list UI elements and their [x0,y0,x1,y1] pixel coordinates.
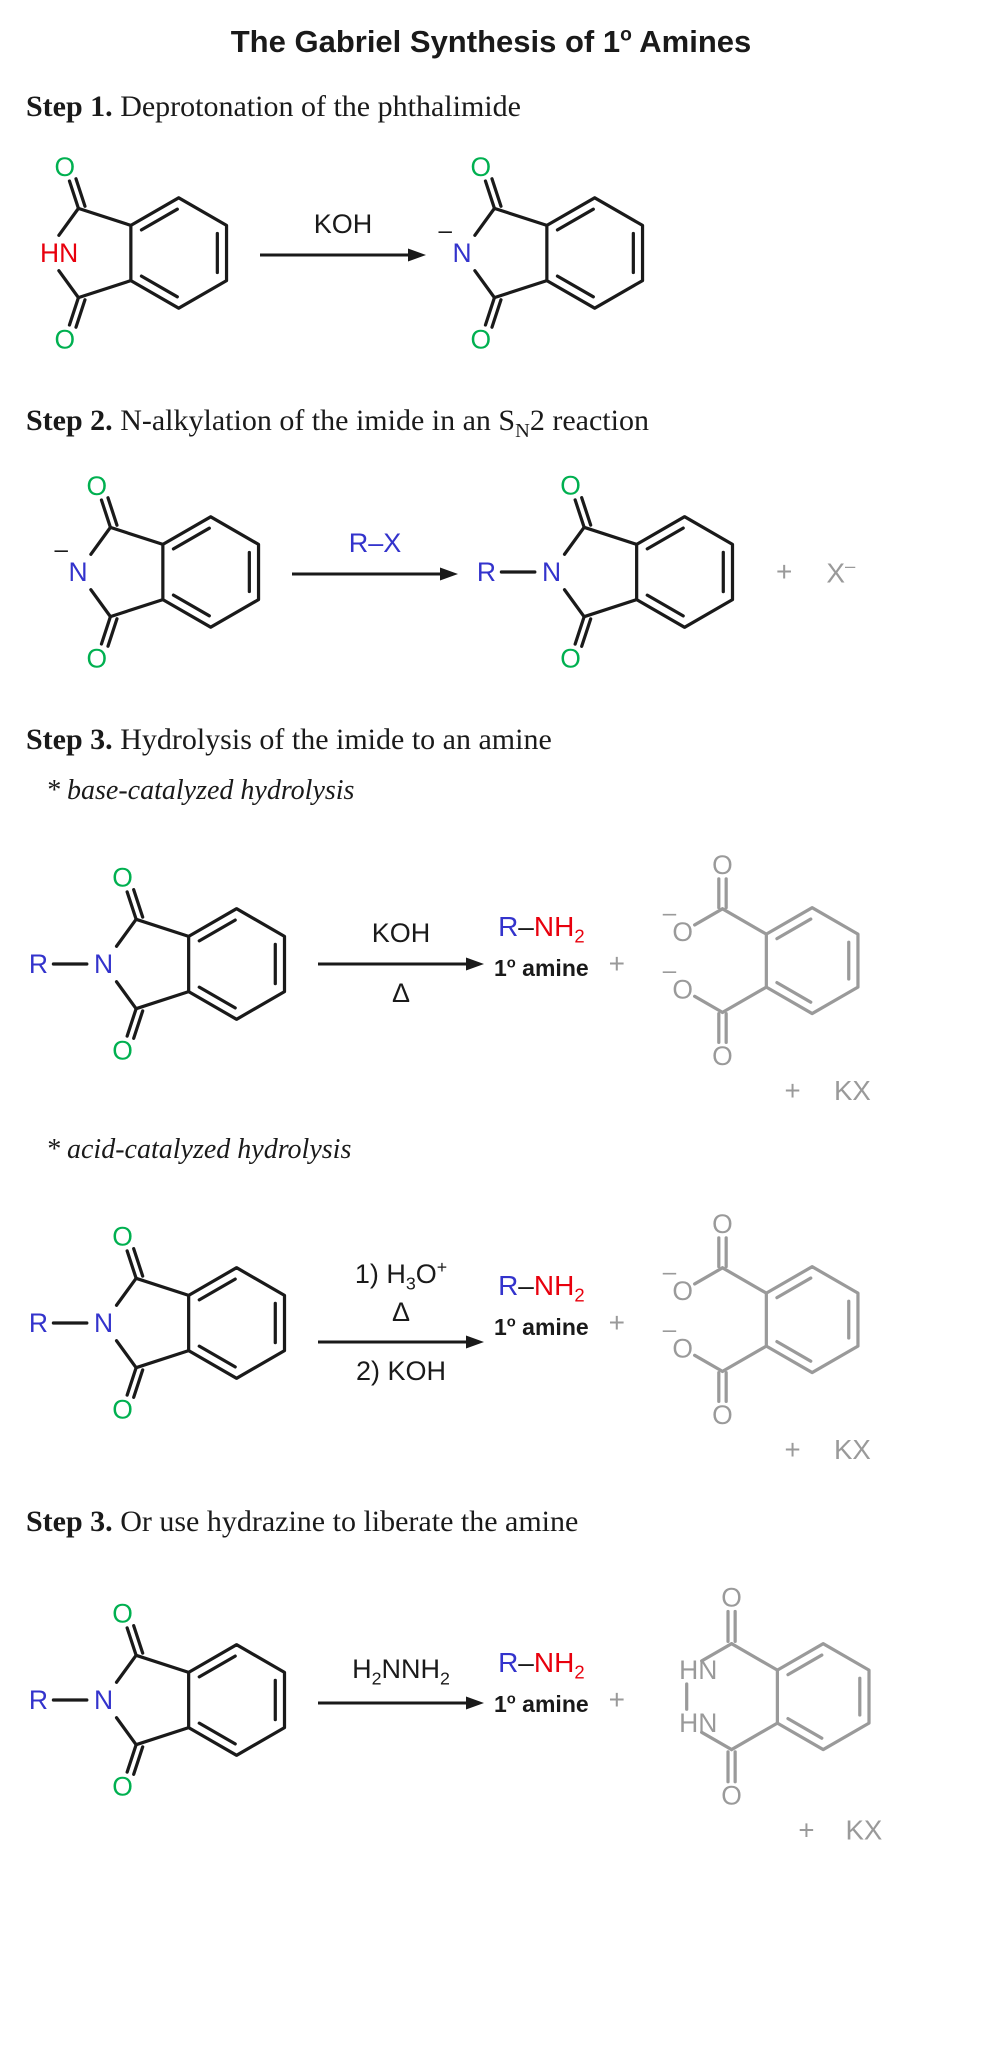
reaction-arrow [318,957,484,970]
n-alkyl-phthalimide-structure: R N [477,451,756,693]
halide-ion-formula: X– [826,554,856,589]
negative-charge: – [438,218,452,245]
step3b-heading: Step 3. Or use hydrazine to liberate the… [26,1505,579,1538]
gabriel-synthesis-scheme: The Gabriel Synthesis of 1o Amines Step … [8,24,974,1852]
reagent-koh: KOH [371,918,431,949]
amine-formula: R–NH2 [498,910,585,947]
r-group-label: R [29,949,48,979]
hydrazine-reaction: R N H2NNH2 R–NH2 1o amine + [8,1547,974,1852]
acid-hydrolysis-reaction: R N 1) H3O+Δ 2) KOH R–NH2 1o amine + [8,1170,974,1475]
heat-delta: Δ [391,977,411,1008]
step3-heading: Step 3. Hydrolysis of the imide to an am… [26,723,552,756]
nh-label: HN [679,1655,717,1685]
hydrazine-arrow-block: H2NNH2 [316,1652,486,1747]
amine-label: 1o amine [494,955,589,982]
plus-sign: + [798,1815,814,1846]
reagent-koh: KOH [313,209,373,240]
step2-reaction: N – R–X R N + X– [8,451,974,693]
step2-heading: Step 2. N-alkylation of the imide in an … [26,404,649,442]
n-alkyl-phthalimide-structure: R N [29,843,308,1085]
amine-label: 1o amine [494,1691,589,1718]
reagent-hydrazine: H2NNH2 [352,1654,450,1689]
plus-sign: + [608,1683,626,1715]
nh-label: HN [679,1708,717,1738]
r-group-label: R [29,1685,48,1715]
negative-charge: – [54,537,68,564]
nh-label: HN [40,238,78,268]
phthalate-dianion-structure [645,1170,916,1475]
phthalhydrazide-structure: O O HN HN + KX [679,1583,883,1846]
reagent-rx: R–X [348,528,402,559]
acid-arrow-block: 1) H3O+Δ 2) KOH [316,1256,486,1390]
reaction-arrow [260,248,426,262]
heat-delta: Δ [391,1297,411,1328]
reaction-arrow [318,1696,484,1710]
phthalimide-anion-structure: N – [438,132,666,374]
amine-formula: R–NH2 [498,1269,585,1306]
step1-heading: Step 1. Deprotonation of the phthalimide [26,90,521,123]
amine-label: 1o amine [494,1314,589,1341]
reagent-hydronium: 1) H3O+Δ [354,1256,448,1328]
reagent-koh-second: 2) KOH [355,1356,447,1387]
plus-sign: + [776,556,793,587]
reaction-arrow [318,1335,484,1349]
n-alkyl-phthalimide-structure: R N [29,1202,308,1444]
n-alkyl-phthalimide-structure: R N [29,1579,308,1821]
base-arrow-block: KOH Δ [316,916,486,1010]
oxygen-label: O [721,1583,742,1613]
r-group-label: R [29,1308,48,1338]
nitrogen-label: N [94,1308,113,1338]
step2-arrow-block: R–X [290,526,460,617]
nitrogen-label: N [68,557,87,587]
amine-formula: R–NH2 [498,1646,585,1683]
nitrogen-label: N [542,557,561,587]
acid-hydrolysis-subheading: * acid-catalyzed hydrolysis [46,1134,352,1165]
phthalate-dianion-structure [645,811,916,1116]
phthalimide-structure: HN [40,132,250,374]
oxygen-label: O [721,1781,742,1811]
r-group-label: R [477,557,496,587]
step1-arrow-block: KOH [258,207,428,298]
primary-amine-product: R–NH2 1o amine [494,1270,589,1376]
plus-sign: + [608,947,626,979]
nitrogen-label: N [452,238,471,268]
primary-amine-product: R–NH2 1o amine [494,1647,589,1753]
reaction-arrow [292,567,458,581]
step1-reaction: HN KOH N – [8,132,974,374]
base-hydrolysis-reaction: R N KOH Δ R–NH2 1o amine + [8,811,974,1116]
page-title: The Gabriel Synthesis of 1o Amines [230,24,752,59]
kx-byproduct: KX [846,1815,883,1846]
primary-amine-product: R–NH2 1o amine [494,911,589,1017]
nitrogen-label: N [94,949,113,979]
base-hydrolysis-subheading: * base-catalyzed hydrolysis [46,775,355,806]
plus-sign: + [608,1306,626,1338]
nitrogen-label: N [94,1685,113,1715]
phthalimide-anion-structure: N – [54,451,282,693]
